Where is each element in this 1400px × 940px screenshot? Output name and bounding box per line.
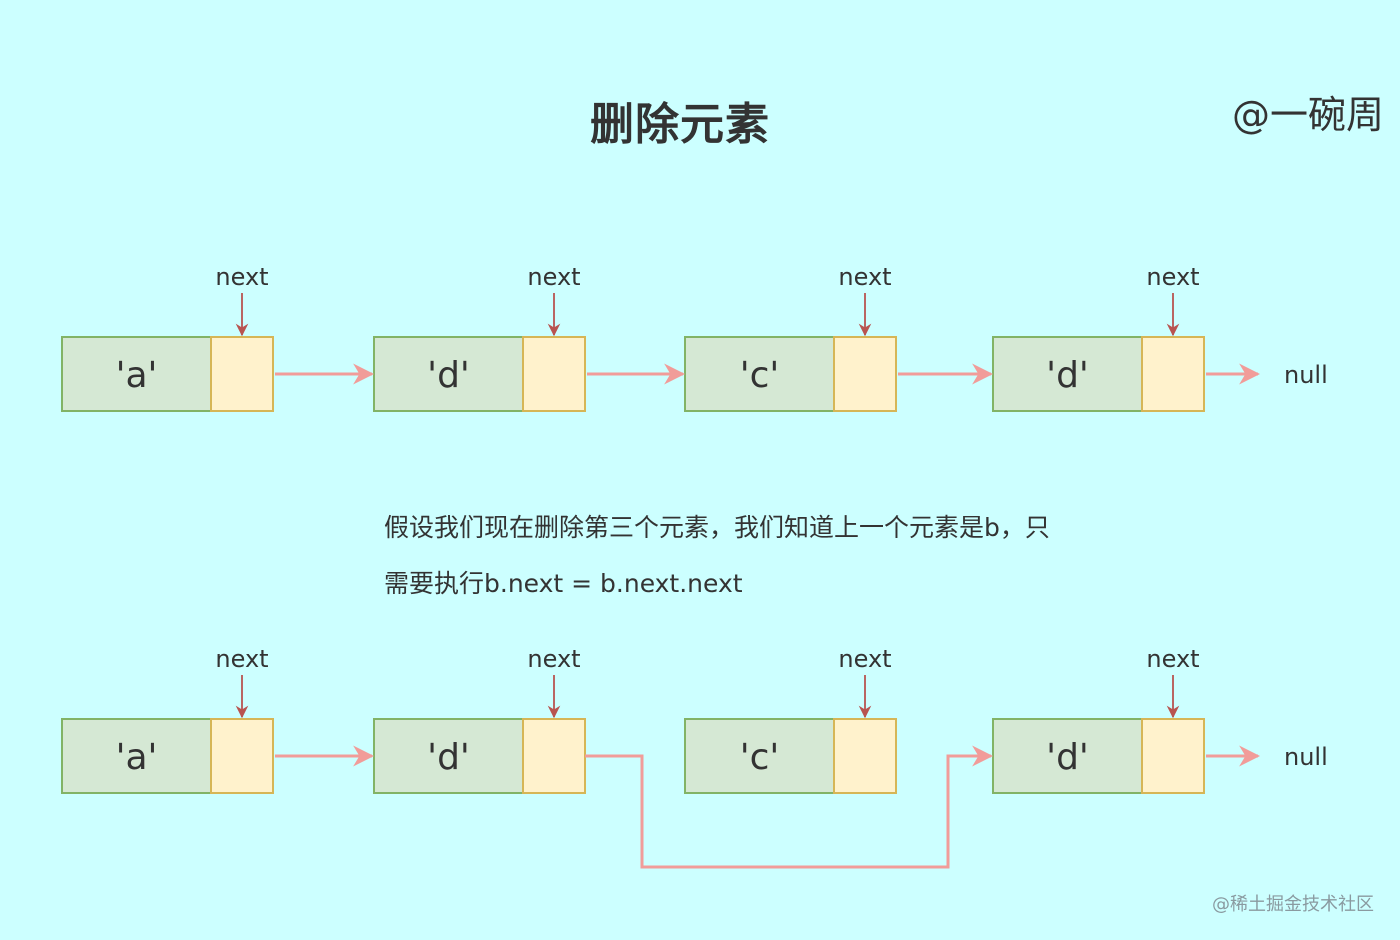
after-node-1-value: 'd' [427,737,470,778]
after-list-row: 'a' next 'd' next 'c' next 'd' next null [61,645,1328,869]
before-node-1-value-cell [373,336,524,412]
before-node-1-value: 'd' [427,355,470,396]
before-null-label: null [1284,361,1328,389]
after-node-1-next-label: next [527,645,580,673]
after-node-3-next-cell [1141,718,1205,794]
before-node-0-next-label: next [215,263,268,291]
after-node-0-value: 'a' [116,737,158,778]
before-node-0-value: 'a' [116,355,158,396]
before-list-row: 'a' next 'd' next 'c' next 'd' next null [61,263,1328,412]
before-node-3-value: 'd' [1046,355,1089,396]
before-node-3-next-cell [1141,336,1205,412]
after-node-2-next-label: next [838,645,891,673]
description-line-2: 需要执行b.next = b.next.next [384,569,743,598]
before-node-2-value: 'c' [740,355,780,396]
before-node-1-next-label: next [527,263,580,291]
page-title: 删除元素 [590,99,770,150]
before-node-0-next-cell [210,336,274,412]
after-node-2-next-cell [833,718,897,794]
after-node-3-next-label: next [1146,645,1199,673]
before-node-3-next-label: next [1146,263,1199,291]
after-node-0-next-label: next [215,645,268,673]
after-null-label: null [1284,743,1328,771]
after-node-2-value-cell [684,718,835,794]
after-bypass-link-arrow [585,745,994,869]
after-node-1-value-cell [373,718,524,794]
after-node-2-value: 'c' [740,737,780,778]
before-node-1-next-cell [522,336,586,412]
description-line-1: 假设我们现在删除第三个元素，我们知道上一个元素是b，只 [384,513,1050,542]
after-node-3-value: 'd' [1046,737,1089,778]
before-node-2-next-cell [833,336,897,412]
after-node-0-next-cell [210,718,274,794]
author-label: @一碗周 [1231,93,1384,137]
watermark: @稀土掘金技术社区 [1212,894,1374,915]
before-node-2-next-label: next [838,263,891,291]
after-node-1-next-cell [522,718,586,794]
before-node-0-value-cell [61,336,212,412]
before-node-3-value-cell [992,336,1143,412]
